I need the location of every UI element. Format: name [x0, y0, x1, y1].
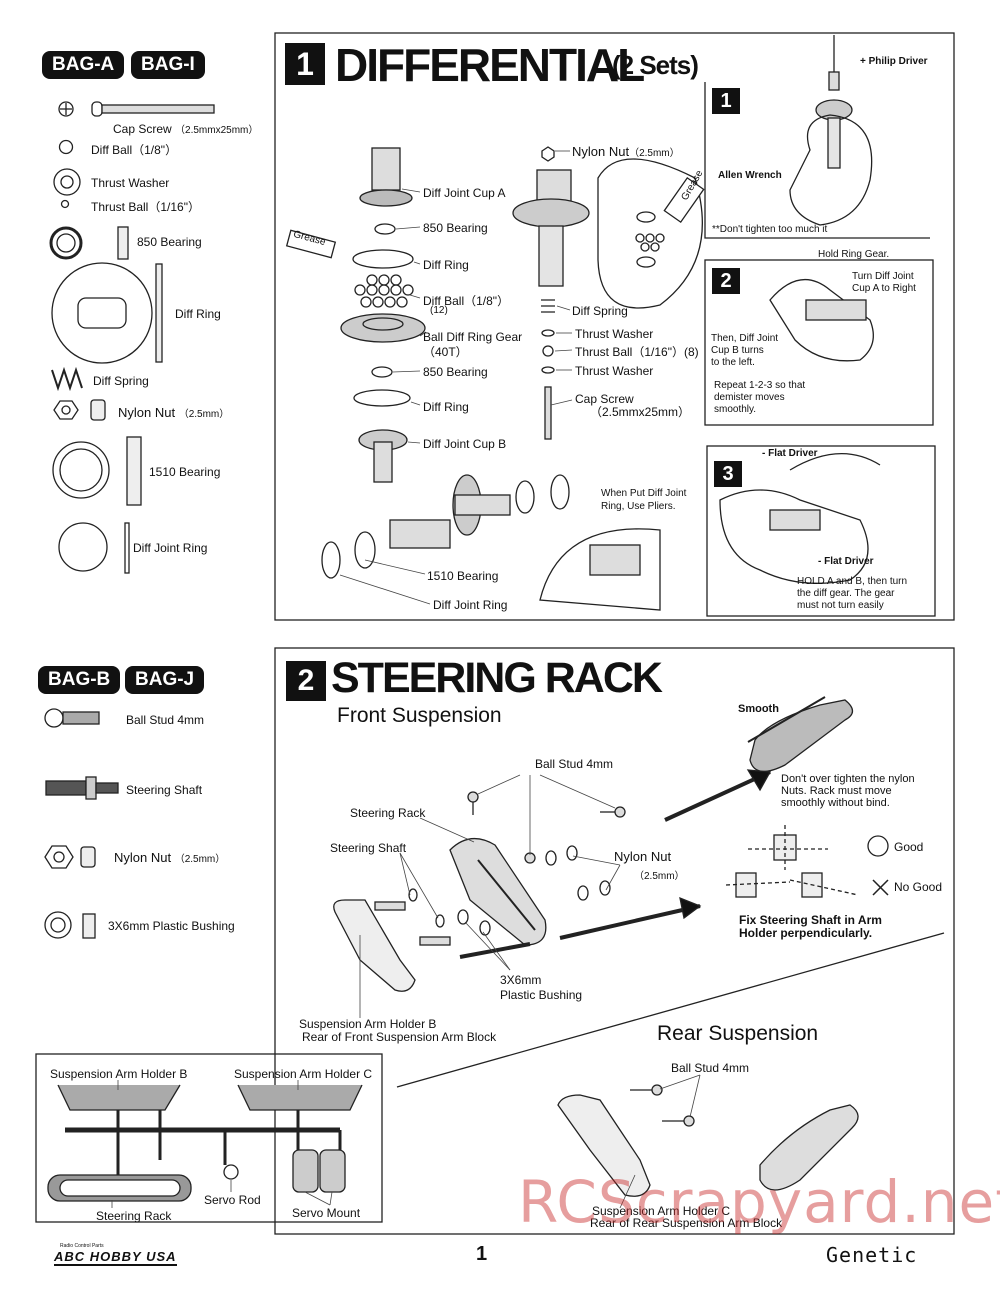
- genetic-brand-logo: Genetic: [826, 1243, 918, 1267]
- bearing-850-b-label: 850 Bearing: [423, 365, 488, 379]
- tree-holder-c-label: Suspension Arm Holder C: [234, 1067, 373, 1081]
- holder-b-desc: Rear of Front Suspension Arm Block: [302, 1030, 497, 1044]
- diff-ball-qty: (12): [430, 305, 448, 316]
- substep-1-number: 1: [712, 88, 740, 114]
- substep-3-number: 3: [714, 461, 742, 487]
- diff-joint-cup-b-label: Diff Joint Cup B: [423, 437, 507, 451]
- diff-spring-label: Diff Spring: [93, 374, 149, 388]
- diff-ball-label: Diff Ball（1/8"）: [91, 143, 178, 157]
- ball-stud-label: Ball Stud 4mm: [126, 713, 205, 727]
- cap-screw-head-icon: [58, 101, 74, 117]
- rear-suspension-heading: Rear Suspension: [657, 1022, 819, 1045]
- no-good-label: No Good: [894, 880, 943, 894]
- smooth-label: Smooth: [738, 703, 779, 715]
- diff-joint-ring-label: Diff Joint Ring: [133, 541, 208, 555]
- good-label: Good: [894, 840, 924, 854]
- hold-ring-gear-label: Hold Ring Gear.: [818, 249, 890, 260]
- allen-wrench-label: Allen Wrench: [718, 170, 782, 181]
- steering-rack-label: Steering Rack: [350, 806, 426, 820]
- abc-hobby-logo: ABC HOBBY USA: [54, 1249, 177, 1266]
- tree-servo-mount-label: Servo Mount: [292, 1206, 361, 1220]
- thrust-ball-label: Thrust Ball（1/16"）: [91, 200, 200, 214]
- page-number: 1: [476, 1243, 488, 1265]
- step-number-2: 2: [286, 661, 326, 701]
- nylon-nut-label-mid: Nylon Nut （2.5mm）: [114, 850, 226, 865]
- front-suspension-heading: Front Suspension: [337, 704, 502, 727]
- bag-a-label: BAG-A: [42, 51, 125, 79]
- nylon-nut-label: Nylon Nut （2.5mm）: [118, 405, 230, 420]
- bearing-1510-label-s1: 1510 Bearing: [427, 569, 499, 583]
- diff-spring-label-s1: Diff Spring: [572, 304, 628, 318]
- holder-b-label: Suspension Arm Holder B: [299, 1017, 437, 1031]
- cap-screw-size-s1: （2.5mmx25mm）: [590, 405, 691, 419]
- thrust-washer-a-label: Thrust Washer: [575, 327, 654, 341]
- nylon-nut-size-s2: （2.5mm）: [634, 871, 685, 882]
- ball-stud-label-rear: Ball Stud 4mm: [671, 1061, 750, 1075]
- diff-ball-label-s1: Diff Ball（1/8"）: [423, 294, 510, 308]
- diff-ring-a-label: Diff Ring: [423, 258, 469, 272]
- nylon-nut-label-s1: Nylon Nut（2.5mm）: [572, 144, 680, 159]
- diff-joint-ring-label-s1: Diff Joint Ring: [433, 598, 508, 612]
- bag-j-label: BAG-J: [125, 666, 205, 694]
- tree-servo-rod-label: Servo Rod: [204, 1193, 261, 1207]
- thrust-washer-b-label: Thrust Washer: [575, 364, 654, 378]
- substep-2-number: 2: [712, 268, 740, 294]
- steering-shaft-label-s2: Steering Shaft: [330, 841, 407, 855]
- section-title-steering-rack: STEERING RACK: [331, 654, 663, 702]
- bag-b-label: BAG-B: [38, 666, 121, 694]
- flat-driver-a-label: - Flat Driver: [762, 448, 818, 459]
- ball-stud-label-s2: Ball Stud 4mm: [535, 757, 614, 771]
- section-title-differential: DIFFERENTIAL: [335, 39, 645, 91]
- tree-holder-b-label: Suspension Arm Holder B: [50, 1067, 188, 1081]
- bearing-1510-label: 1510 Bearing: [149, 465, 221, 479]
- holder-c-desc: Rear of Rear Suspension Arm Block: [590, 1216, 783, 1230]
- philip-driver-label: + Philip Driver: [860, 56, 928, 67]
- bag-i-label: BAG-I: [131, 51, 205, 79]
- cap-screw-label: Cap Screw （2.5mmx25mm）: [113, 122, 259, 136]
- ring-gear-label: Ball Diff Ring Gear: [423, 330, 523, 344]
- nylon-nut-label-s2: Nylon Nut: [614, 849, 672, 864]
- tighten-note: **Don't tighten too much it: [712, 224, 828, 235]
- bearing-850-label: 850 Bearing: [137, 235, 202, 249]
- diff-ring-label: Diff Ring: [175, 307, 221, 321]
- holder-c-label: Suspension Arm Holder C: [592, 1204, 731, 1218]
- steering-shaft-label: Steering Shaft: [126, 783, 203, 797]
- ring-gear-teeth: （40T）: [423, 345, 468, 359]
- watermark: RCScrapyard.net: [518, 1168, 1000, 1236]
- thrust-ball-label-s1: Thrust Ball（1/16"）(8): [575, 345, 699, 359]
- cap-screw-label-s1: Cap Screw: [575, 392, 634, 406]
- diff-ring-b-label: Diff Ring: [423, 400, 469, 414]
- bearing-850-a-label: 850 Bearing: [423, 221, 488, 235]
- diff-joint-cup-a-label: Diff Joint Cup A: [423, 186, 506, 200]
- diff-ball-icon: [58, 139, 74, 155]
- flat-driver-b-label: - Flat Driver: [818, 556, 874, 567]
- thrust-washer-label: Thrust Washer: [91, 176, 170, 190]
- section-subtitle: (2 Sets): [612, 50, 699, 80]
- tree-steering-rack-label: Steering Rack: [96, 1209, 172, 1223]
- logo-small-text: Radio Control Parts: [60, 1243, 104, 1249]
- step-number-1: 1: [285, 43, 325, 85]
- bushing-label: 3X6mm Plastic Bushing: [108, 919, 235, 933]
